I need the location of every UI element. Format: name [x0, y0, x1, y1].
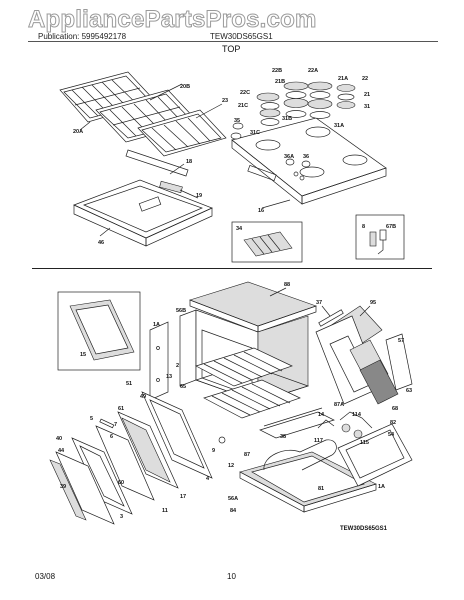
oven-rack-upper	[195, 347, 293, 387]
side-panel-1a-right	[337, 423, 413, 487]
label-22a: 22A	[308, 68, 318, 74]
label-40: 40	[56, 436, 62, 442]
label-22: 22	[362, 76, 368, 82]
label-63: 63	[406, 388, 412, 394]
section-divider	[32, 268, 432, 269]
header-rule	[28, 41, 438, 42]
label-21a: 21A	[338, 76, 348, 82]
label-7: 7	[114, 422, 117, 428]
label-21b: 21B	[275, 79, 285, 85]
label-14: 14	[318, 412, 325, 418]
label-57: 57	[398, 338, 404, 344]
label-115: 115	[360, 440, 369, 446]
label-18: 18	[186, 159, 192, 165]
label-36a: 36A	[284, 154, 294, 160]
label-31b: 31B	[282, 116, 292, 122]
label-95: 95	[370, 300, 376, 306]
section-title: TOP	[222, 44, 241, 54]
label-39: 39	[60, 484, 66, 490]
label-8: 8	[362, 224, 365, 230]
bottom-panel	[218, 407, 335, 444]
label-82: 82	[390, 420, 396, 426]
grate-23	[137, 109, 227, 157]
label-87a: 87A	[334, 402, 344, 408]
label-61: 61	[118, 406, 124, 412]
label-81: 81	[318, 486, 324, 492]
label-88: 88	[284, 282, 290, 288]
label-12: 12	[228, 463, 234, 469]
label-23: 23	[222, 98, 228, 104]
label-36: 36	[303, 154, 309, 160]
oven-cavity	[179, 309, 310, 403]
label-1a-right: 1A	[378, 484, 385, 490]
label-20b: 20B	[180, 84, 190, 90]
label-56a: 56A	[228, 496, 238, 502]
label-4: 4	[206, 476, 210, 482]
label-49: 49	[140, 394, 146, 400]
label-20a: 20A	[73, 129, 83, 135]
label-87: 87	[244, 452, 250, 458]
door-assembly	[49, 391, 213, 525]
model-number: TEW30DS65GS1	[210, 32, 273, 41]
label-35: 35	[234, 118, 240, 124]
label-22c: 22C	[240, 90, 250, 96]
label-16: 16	[258, 208, 264, 214]
burner-stack-left	[230, 92, 281, 140]
bake-element	[263, 439, 337, 471]
label-6: 6	[110, 434, 113, 440]
burner-stack-center	[283, 81, 333, 119]
label-19: 19	[196, 193, 202, 199]
label-9: 9	[212, 448, 215, 454]
leader-lines	[79, 83, 371, 317]
label-17: 17	[180, 494, 186, 500]
footer-date: 03/08	[35, 572, 56, 581]
label-84: 84	[230, 508, 237, 514]
label-67b: 67B	[386, 224, 396, 230]
side-panel-1a-left	[149, 321, 169, 401]
oven-top-88	[189, 281, 317, 333]
control-knobs	[285, 158, 311, 168]
label-54: 54	[388, 432, 395, 438]
grill-inset-34	[231, 221, 303, 263]
label-21: 21	[364, 92, 370, 98]
label-31a: 31A	[334, 123, 344, 129]
inset-8-67b	[355, 214, 405, 260]
watermark: AppliancePartsPros.com	[28, 6, 317, 34]
label-11: 11	[162, 508, 168, 514]
label-65: 65	[180, 384, 186, 390]
label-46: 46	[98, 240, 104, 246]
label-22b: 22B	[272, 68, 282, 74]
cooktop-16	[231, 117, 387, 205]
label-31: 31	[364, 104, 370, 110]
publication-number: Publication: 5995492178	[38, 32, 127, 41]
label-21c: 21C	[238, 103, 248, 109]
label-117: 117	[314, 438, 323, 444]
diagram-code: TEW30DS65GS1	[340, 526, 388, 532]
label-34: 34	[236, 226, 243, 232]
label-31c: 31C	[250, 130, 260, 136]
label-51: 51	[126, 381, 132, 387]
label-60: 60	[118, 480, 124, 486]
burner-stack-right	[336, 84, 356, 109]
label-3: 3	[120, 514, 123, 520]
label-56b: 56B	[176, 308, 186, 314]
window-inset-15	[57, 291, 141, 371]
page-number: 10	[227, 572, 236, 581]
label-13: 13	[166, 374, 172, 380]
label-44: 44	[58, 448, 65, 454]
label-37: 37	[316, 300, 322, 306]
rear-panels	[315, 305, 413, 405]
label-114: 114	[352, 412, 362, 418]
label-68: 68	[392, 406, 398, 412]
label-38: 38	[280, 434, 286, 440]
label-2: 2	[176, 363, 179, 369]
label-1a: 1A	[153, 322, 160, 328]
oven-rack-lower	[203, 379, 301, 419]
label-5: 5	[90, 416, 93, 422]
label-15: 15	[80, 352, 86, 358]
drip-tray-46	[73, 149, 213, 247]
drawer-84	[239, 451, 377, 513]
